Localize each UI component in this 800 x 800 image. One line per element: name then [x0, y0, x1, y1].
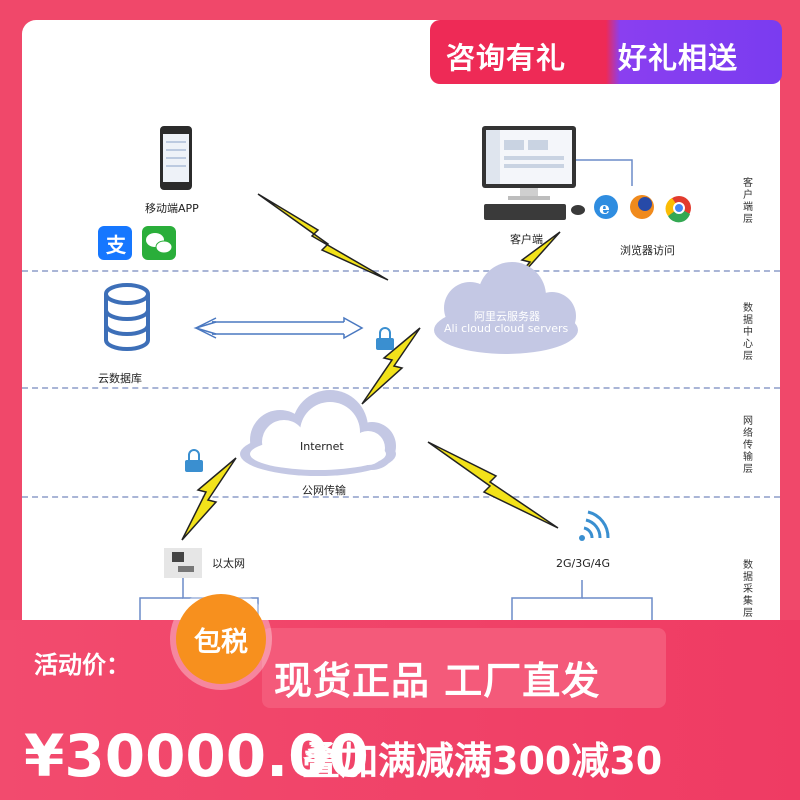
ie-browser-icon: e [594, 195, 618, 219]
layer-label-collection: 数据采集层 [743, 560, 753, 619]
public-network-label: 公网传输 [302, 484, 346, 497]
layer-divider [22, 270, 780, 272]
client-label: 客户端 [510, 233, 543, 246]
firefox-browser-icon [630, 195, 654, 219]
mobile-network-label: 2G/3G/4G [556, 557, 610, 570]
banner-consult-gift[interactable]: 咨询有礼 [446, 41, 567, 75]
cloud-database-label: 云数据库 [98, 372, 142, 385]
lock-icon [185, 449, 203, 472]
tax-included-badge: 包税 [176, 594, 266, 684]
connector-line [576, 159, 633, 186]
svg-text:e: e [599, 199, 610, 219]
cloud-icon [434, 262, 578, 354]
ethernet-router-icon [164, 548, 202, 578]
ethernet-label: 以太网 [212, 557, 245, 570]
aliyun-server-en-label: Ali cloud cloud servers [444, 322, 569, 335]
wifi-signal-icon [579, 510, 610, 541]
chrome-browser-icon [665, 196, 691, 223]
lightning-bolt-icon [427, 441, 559, 529]
layer-divider [22, 496, 780, 498]
lock-icon [376, 327, 394, 350]
wechat-icon [142, 226, 176, 260]
browser-access-label: 浏览器访问 [620, 244, 675, 257]
mobile-app-label: 移动端APP [145, 202, 199, 215]
promo-bar[interactable] [0, 620, 800, 800]
lightning-bolt-icon [181, 457, 237, 541]
cloud-icon [240, 390, 396, 476]
desktop-computer-icon [482, 126, 585, 220]
layer-divider [22, 387, 780, 389]
tax-included-text: 包税 [194, 627, 248, 658]
mobile-phone-icon [160, 126, 192, 190]
layer-label-network: 网络传输层 [743, 416, 753, 475]
lightning-bolt-icon [257, 193, 389, 281]
price: ¥30000.00 [24, 722, 369, 790]
activity-price-label: 活动价： [34, 651, 130, 679]
layer-label-datacenter: 数据中心层 [743, 303, 753, 362]
alipay-icon: 支 [98, 226, 132, 260]
aliyun-server-label: 阿里云服务器 [474, 310, 540, 323]
top-banner[interactable]: 咨询有礼 好礼相送 [430, 20, 782, 84]
double-arrow-icon [193, 316, 364, 340]
database-icon [104, 283, 150, 351]
internet-label: Internet [300, 440, 344, 453]
layer-label-client: 客户端层 [743, 178, 753, 225]
banner-gift-offer[interactable]: 好礼相送 [618, 41, 739, 75]
svg-text:支: 支 [106, 233, 127, 257]
lightning-bolt-icon [361, 327, 421, 405]
discount-text: 叠加满减满300减30 [302, 739, 663, 783]
promo-slogan: 现货正品 工厂直发 [274, 659, 601, 703]
